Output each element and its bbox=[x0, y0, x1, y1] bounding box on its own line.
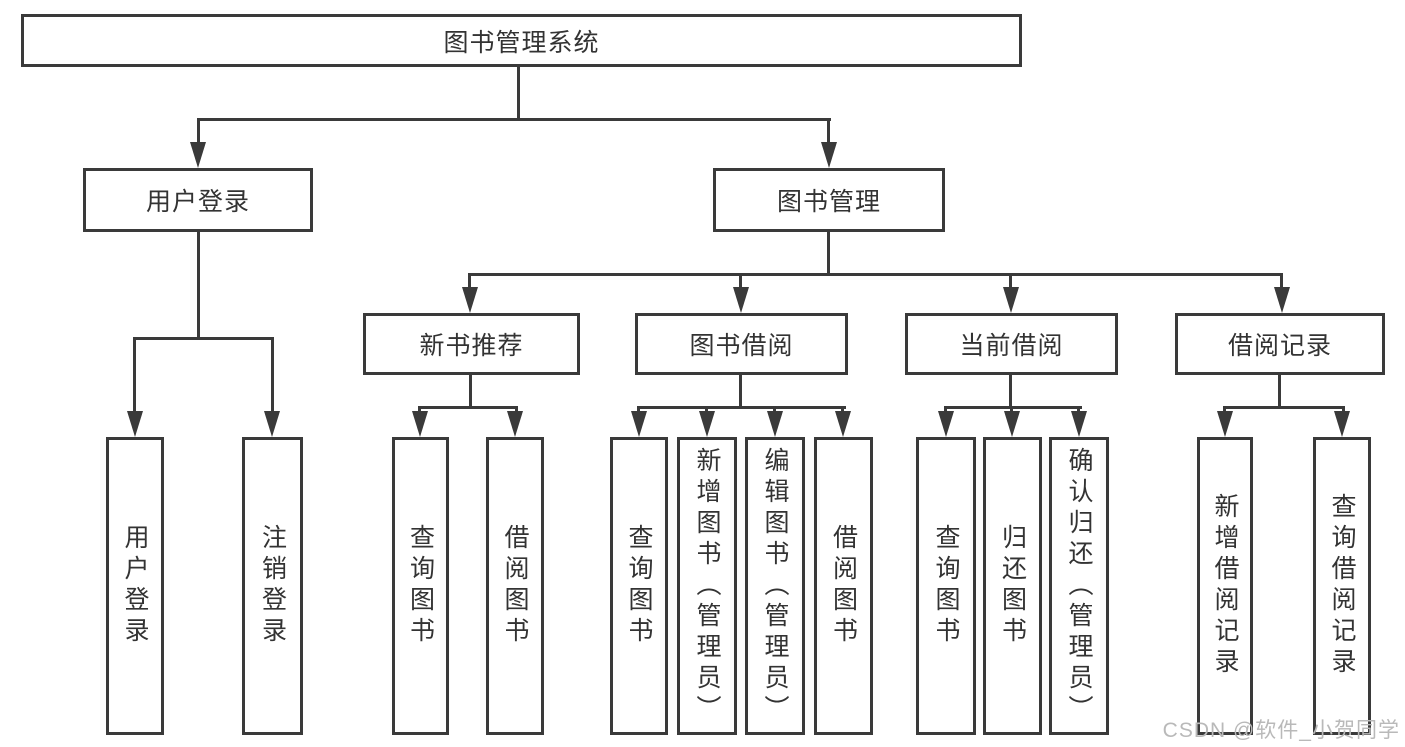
node-book-management-label: 图书管理 bbox=[776, 188, 881, 216]
leaf-add-book-admin: 新增图书（管理员） bbox=[677, 437, 737, 735]
node-new-book-recommend-label: 新书推荐 bbox=[419, 332, 524, 360]
connector-book-borrow-rail bbox=[637, 406, 846, 409]
arrow-down-icon bbox=[821, 142, 837, 168]
connector-book-borrow-stem bbox=[739, 375, 742, 409]
leaf-user-login-label: 用户登录 bbox=[121, 524, 149, 648]
leaf-edit-book-admin: 编辑图书（管理员） bbox=[745, 437, 805, 735]
arrow-down-icon bbox=[1071, 411, 1087, 437]
node-borrow-records: 借阅记录 bbox=[1175, 313, 1385, 375]
arrow-down-icon bbox=[264, 411, 280, 437]
connector-drop-user-login-leaf bbox=[133, 337, 136, 415]
leaf-edit-book-admin-label: 编辑图书（管理员） bbox=[761, 446, 789, 726]
connector-drop-current-borrow bbox=[1009, 273, 1012, 291]
node-current-borrow-label: 当前借阅 bbox=[959, 332, 1064, 360]
arrow-down-icon bbox=[127, 411, 143, 437]
leaf-add-borrow-record: 新增借阅记录 bbox=[1197, 437, 1253, 735]
node-borrow-records-label: 借阅记录 bbox=[1227, 332, 1332, 360]
connector-recommend-rail bbox=[418, 406, 518, 409]
connector-drop-borrow-records bbox=[1280, 273, 1283, 291]
leaf-query-books-recommend-label: 查询图书 bbox=[406, 524, 435, 648]
connector-level1-rail bbox=[197, 118, 831, 121]
leaf-user-login: 用户登录 bbox=[106, 437, 164, 735]
arrow-down-icon bbox=[767, 411, 783, 437]
leaf-add-borrow-record-label: 新增借阅记录 bbox=[1211, 493, 1239, 679]
leaf-logout: 注销登录 bbox=[242, 437, 303, 735]
arrow-down-icon bbox=[412, 411, 428, 437]
arrow-down-icon bbox=[190, 142, 206, 168]
arrow-down-icon bbox=[938, 411, 954, 437]
leaf-borrow-books-borrow: 借阅图书 bbox=[814, 437, 873, 735]
connector-user-login-stem bbox=[197, 232, 200, 340]
connector-book-management-stem bbox=[827, 232, 830, 276]
leaf-query-borrow-record-label: 查询借阅记录 bbox=[1328, 493, 1356, 679]
connector-current-borrow-stem bbox=[1009, 375, 1012, 409]
arrow-down-icon bbox=[631, 411, 647, 437]
arrow-down-icon bbox=[699, 411, 715, 437]
connector-borrow-records-stem bbox=[1278, 375, 1281, 409]
leaf-query-books-recommend: 查询图书 bbox=[392, 437, 449, 735]
node-book-borrow-label: 图书借阅 bbox=[689, 332, 794, 360]
node-book-management: 图书管理 bbox=[713, 168, 945, 232]
connector-drop-logout bbox=[271, 337, 274, 415]
leaf-query-books-borrow-label: 查询图书 bbox=[625, 524, 653, 648]
arrow-down-icon bbox=[1004, 411, 1020, 437]
leaf-confirm-return-admin: 确认归还（管理员） bbox=[1049, 437, 1109, 735]
connector-recommend-stem bbox=[469, 375, 472, 409]
arrow-down-icon bbox=[733, 287, 749, 313]
watermark: CSDN @软件_小贺同学 bbox=[1162, 719, 1400, 742]
node-current-borrow: 当前借阅 bbox=[905, 313, 1118, 375]
node-book-borrow: 图书借阅 bbox=[635, 313, 848, 375]
arrow-down-icon bbox=[1003, 287, 1019, 313]
connector-drop-new-book-recommend bbox=[468, 273, 471, 291]
node-user-login-label: 用户登录 bbox=[145, 188, 250, 216]
connector-drop-book-management bbox=[827, 118, 830, 148]
connector-drop-book-borrow bbox=[739, 273, 742, 291]
leaf-add-book-admin-label: 新增图书（管理员） bbox=[693, 446, 721, 726]
leaf-return-book: 归还图书 bbox=[983, 437, 1042, 735]
connector-level3-rail bbox=[468, 273, 1283, 276]
connector-current-borrow-rail bbox=[944, 406, 1082, 409]
arrow-down-icon bbox=[1274, 287, 1290, 313]
connector-drop-user-login bbox=[197, 118, 200, 148]
arrow-down-icon bbox=[1217, 411, 1233, 437]
node-root-label: 图书管理系统 bbox=[443, 28, 600, 57]
node-root: 图书管理系统 bbox=[21, 14, 1022, 67]
arrow-down-icon bbox=[507, 411, 523, 437]
leaf-logout-label: 注销登录 bbox=[258, 524, 287, 648]
arrow-down-icon bbox=[462, 287, 478, 313]
leaf-borrow-books-recommend: 借阅图书 bbox=[486, 437, 544, 735]
leaf-query-books-borrow: 查询图书 bbox=[610, 437, 668, 735]
leaf-confirm-return-admin-label: 确认归还（管理员） bbox=[1065, 446, 1093, 726]
node-new-book-recommend: 新书推荐 bbox=[363, 313, 580, 375]
connector-borrow-records-rail bbox=[1223, 406, 1345, 409]
arrow-down-icon bbox=[835, 411, 851, 437]
leaf-query-books-current-label: 查询图书 bbox=[932, 524, 960, 648]
node-user-login: 用户登录 bbox=[83, 168, 313, 232]
arrow-down-icon bbox=[1334, 411, 1350, 437]
connector-root-stem bbox=[517, 67, 520, 121]
leaf-query-borrow-record: 查询借阅记录 bbox=[1313, 437, 1371, 735]
leaf-borrow-books-recommend-label: 借阅图书 bbox=[501, 524, 529, 648]
leaf-borrow-books-borrow-label: 借阅图书 bbox=[829, 524, 858, 648]
leaf-query-books-current: 查询图书 bbox=[916, 437, 976, 735]
connector-user-login-rail bbox=[133, 337, 274, 340]
leaf-return-book-label: 归还图书 bbox=[998, 524, 1027, 648]
